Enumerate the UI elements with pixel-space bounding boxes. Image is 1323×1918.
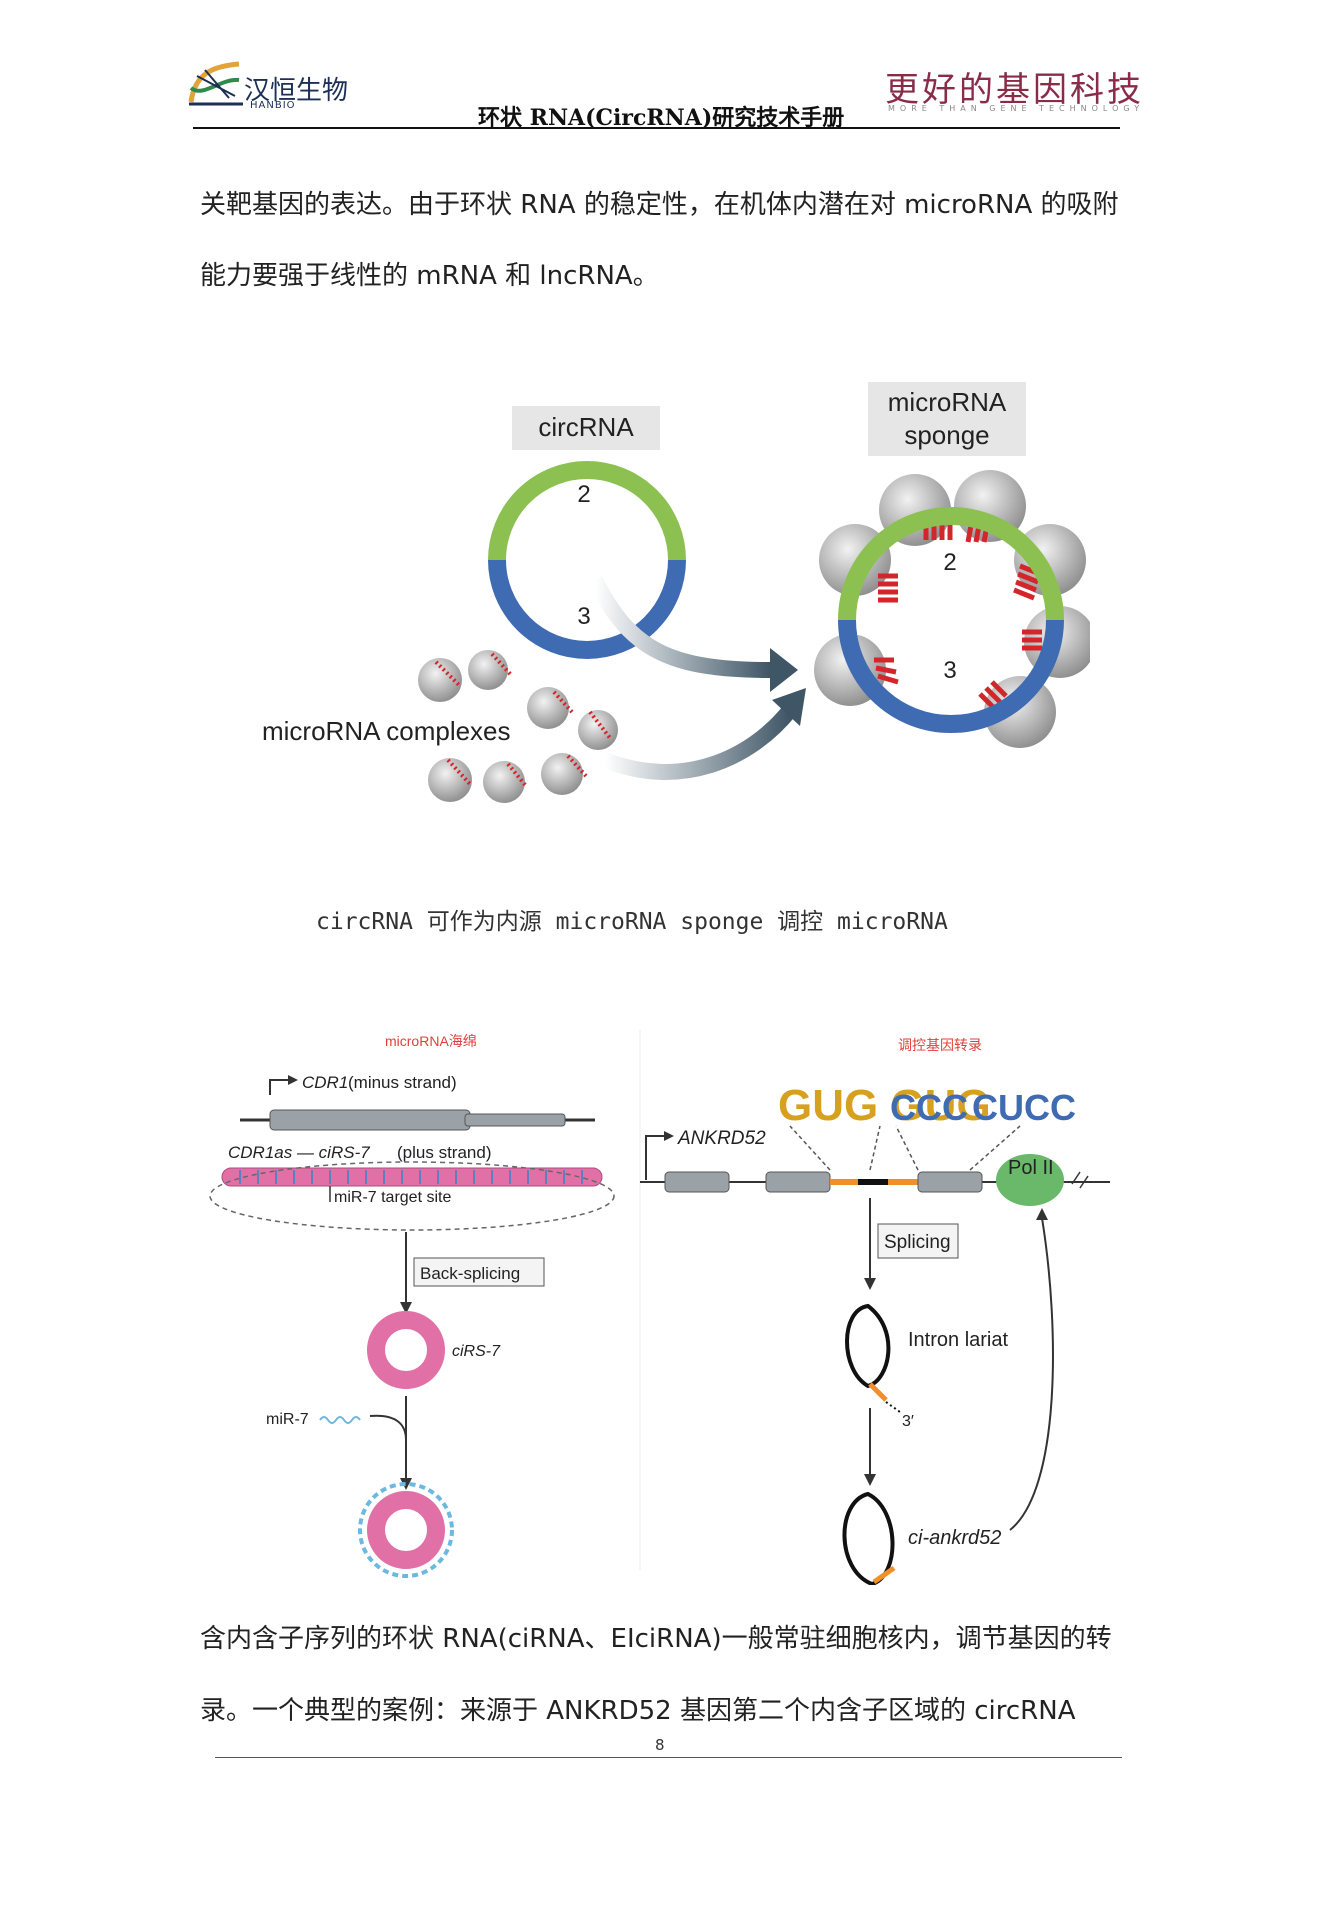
circrna-label: circRNA (538, 412, 634, 442)
arrow-lower-head (772, 688, 806, 726)
header-title: 环状 RNA(CircRNA)研究技术手册 (478, 105, 845, 131)
arrow-upper (587, 576, 771, 678)
header-slogan: 更好的基因科技 (885, 70, 1144, 110)
cdr1-strand-label: (minus strand) (348, 1073, 457, 1092)
motif-logo-1: GUG GUG (778, 1081, 991, 1130)
motif-logo-3: CUCC (972, 1087, 1076, 1128)
intron-lariat-loop (845, 1303, 891, 1389)
back-splice-loop (209, 1161, 615, 1231)
cdr1-exon-2 (464, 1113, 566, 1127)
left-panel-title: microRNA海绵 (385, 1033, 477, 1049)
cdr1as-transcript (221, 1167, 603, 1187)
back-splicing-label: Back-splicing (420, 1264, 520, 1283)
cdr1-exon-1 (269, 1109, 471, 1131)
sponge-label-line1: microRNA (888, 387, 1007, 417)
sponge-label-box (868, 382, 1026, 456)
paragraph-2-line-1: 含内含子序列的环状 RNA(ciRNA、EIciRNA)一般常驻细胞核内，调节基… (200, 1624, 1112, 1654)
ankrd52-exon-2 (765, 1171, 831, 1193)
mir7-squiggle (319, 1416, 361, 1424)
cirs7-ring (367, 1311, 445, 1389)
arrow-upper-head (770, 648, 798, 692)
circrna-label-box (512, 406, 660, 450)
footer-rule (215, 1757, 1122, 1758)
splicing-box (877, 1223, 959, 1259)
arrow-lower (602, 704, 797, 780)
sponge-exon3-arc (838, 619, 1064, 733)
hanbio-logo-icon (188, 61, 243, 106)
paragraph-1-line-1: 关靶基因的表达。由于环状 RNA 的稳定性，在机体内潜在对 microRNA 的… (200, 190, 1119, 220)
mir7-target-site-label: miR-7 target site (334, 1189, 451, 1206)
figure-circrna-sponge: circRNA 2 3 microRNA complexes microRNA … (262, 382, 1090, 803)
cirs7-label: ciRS-7 (452, 1343, 501, 1360)
right-panel-title: 调控基因转录 (898, 1037, 982, 1053)
mir7-label: miR-7 (266, 1411, 309, 1428)
ankrd52-label: ANKRD52 (677, 1128, 766, 1149)
mir7-target-site-marks (239, 1170, 583, 1184)
circrna-exon2-number: 2 (577, 481, 590, 508)
logo-subtitle: HANBIO (250, 100, 296, 111)
intron-lariat-label: Intron lariat (908, 1329, 1008, 1351)
sponge-label-line2: sponge (904, 420, 989, 450)
sponge-exon2-arc (838, 507, 1064, 621)
cirs7-bound-ring (367, 1491, 445, 1569)
sponge-exon2-number: 2 (943, 549, 956, 576)
cdr1-promoter-arrow (269, 1079, 288, 1095)
cirs7-bound-mirna (358, 1482, 454, 1578)
ankrd52-promoter-arrow (645, 1135, 664, 1180)
logo-name: 汉恒生物 (244, 76, 349, 106)
page-header: 汉恒生物 HANBIO 环状 RNA(CircRNA)研究技术手册 更好的基因科… (0, 0, 1323, 140)
header-rule (193, 127, 1120, 129)
splicing-label: Splicing (884, 1232, 951, 1253)
cdr1as-strand-label: (plus strand) (397, 1143, 491, 1162)
figure-circrna-mechanisms: microRNA海绵 CDR1 (minus strand) CDR1as — … (209, 1030, 1110, 1585)
paragraph-1-line-2: 能力要强于线性的 mRNA 和 lncRNA。 (200, 261, 659, 291)
microrna-complex-group (418, 650, 618, 803)
pol2-label: Pol II (1008, 1157, 1054, 1179)
figure-1-caption: circRNA 可作为内源 microRNA sponge 调控 microRN… (316, 909, 948, 935)
sponge-exon3-number: 3 (943, 657, 956, 684)
regulation-arrow (1009, 1217, 1054, 1531)
ci-ankrd52-label: ci-ankrd52 (908, 1527, 1001, 1549)
pol2-icon (996, 1154, 1064, 1206)
header-slogan-sub: MORE THAN GENE TECHNOLOGY (888, 104, 1145, 113)
cdr1-label: CDR1 (302, 1073, 348, 1092)
back-splicing-box (413, 1257, 545, 1287)
microrna-complexes-label: microRNA complexes (262, 716, 511, 746)
paragraph-2-line-2: 录。一个典型的案例：来源于 ANKRD52 基因第二个内含子区域的 circRN… (200, 1696, 1076, 1726)
circrna-exon2-arc (488, 461, 686, 561)
three-prime-label: 3′ (902, 1413, 914, 1430)
ci-ankrd52-loop (842, 1491, 895, 1585)
cdr1as-label: CDR1as — ciRS-7 (228, 1143, 370, 1162)
ankrd52-exon-1 (664, 1171, 730, 1193)
ankrd52-exon-3 (917, 1171, 983, 1193)
page-number: 8 (655, 1736, 665, 1754)
circrna-exon3-arc (488, 559, 686, 659)
motif-logo-2: CCC (890, 1087, 968, 1128)
circrna-exon3-number: 3 (577, 603, 590, 630)
